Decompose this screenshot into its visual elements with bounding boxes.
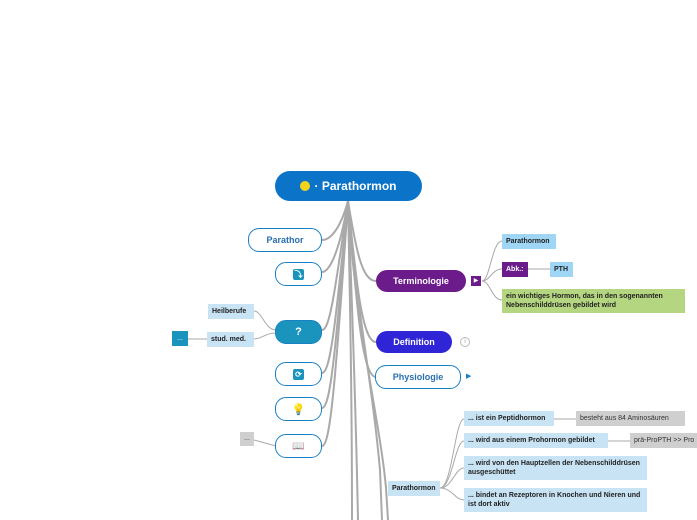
refresh-icon: ⟳ bbox=[293, 368, 304, 380]
expand-arrow-icon[interactable]: ▶ bbox=[466, 373, 472, 380]
stud-med-label: stud. med. bbox=[211, 336, 247, 343]
ellipsis-label-2: ... bbox=[244, 435, 250, 442]
physiologie-item-3-label: ... wird von den Hauptzellen der Nebensc… bbox=[468, 460, 640, 476]
question-label: ? bbox=[295, 326, 302, 338]
physiologie-parathormon-label: Parathormon bbox=[392, 485, 436, 492]
pth-label: PTH bbox=[554, 266, 568, 273]
physiologie-item-4-label: ... bindet an Rezeptoren in Knochen und … bbox=[468, 492, 641, 508]
terminologie-desc-tag[interactable]: ein wichtiges Hormon, das in den sogenan… bbox=[502, 289, 685, 313]
note-aminosaeuren[interactable]: besteht aus 84 Aminosäuren bbox=[576, 411, 685, 426]
physiologie-item-1[interactable]: ... ist ein Peptidhormon bbox=[464, 411, 554, 426]
refresh-node[interactable]: ⟳ bbox=[275, 362, 322, 386]
root-separator: · bbox=[314, 179, 322, 193]
terminologie-label: Terminologie bbox=[393, 276, 449, 286]
lightbulb-icon: 💡 bbox=[291, 403, 306, 416]
physiologie-item-3[interactable]: ... wird von den Hauptzellen der Nebensc… bbox=[464, 456, 647, 480]
physiologie-item-4[interactable]: ... bindet an Rezeptoren in Knochen und … bbox=[464, 488, 647, 512]
parathor-label: Parathor bbox=[266, 235, 304, 245]
note-prepropth-label: prä-ProPTH >> Pro bbox=[634, 437, 695, 444]
pth-tag[interactable]: PTH bbox=[550, 262, 573, 277]
ellipsis-node-1[interactable]: ... bbox=[172, 331, 188, 346]
arrow-icon: ⤵ bbox=[293, 268, 304, 280]
heilberufe-tag[interactable]: Heilberufe bbox=[208, 304, 254, 319]
ellipsis-node-2[interactable]: ... bbox=[240, 432, 254, 446]
parathor-node[interactable]: Parathor bbox=[248, 228, 322, 252]
book-icon: 📖 bbox=[292, 440, 305, 452]
physiologie-item-1-label: ... ist ein Peptidhormon bbox=[468, 415, 546, 422]
info-icon[interactable]: i bbox=[460, 337, 470, 347]
terminologie-parathormon-label: Parathormon bbox=[506, 238, 550, 245]
definition-node[interactable]: Definition bbox=[376, 331, 452, 353]
abk-label: Abk.: bbox=[506, 266, 524, 273]
collapse-toggle-icon[interactable]: ▶ bbox=[471, 276, 481, 286]
heilberufe-label: Heilberufe bbox=[212, 308, 247, 315]
yellow-circle-icon bbox=[300, 181, 311, 191]
root-node[interactable]: · Parathormon bbox=[275, 171, 422, 201]
abk-tag[interactable]: Abk.: bbox=[502, 262, 528, 277]
book-node[interactable]: 📖 bbox=[275, 434, 322, 458]
physiologie-node[interactable]: Physiologie bbox=[375, 365, 461, 389]
question-node[interactable]: ? bbox=[275, 320, 322, 344]
stud-med-tag[interactable]: stud. med. bbox=[207, 332, 254, 347]
physiologie-parathormon-tag[interactable]: Parathormon bbox=[388, 481, 440, 496]
definition-label: Definition bbox=[393, 337, 435, 347]
physiologie-label: Physiologie bbox=[392, 372, 444, 382]
note-prepropth[interactable]: prä-ProPTH >> Pro bbox=[630, 433, 697, 448]
ellipsis-label-1: ... bbox=[177, 335, 183, 342]
root-label: Parathormon bbox=[321, 179, 397, 193]
physiologie-item-2[interactable]: ... wird aus einem Prohormon gebildet bbox=[464, 433, 608, 448]
terminologie-node[interactable]: Terminologie bbox=[376, 270, 466, 292]
arrow-node[interactable]: ⤵ bbox=[275, 262, 322, 286]
note-aminosaeuren-label: besteht aus 84 Aminosäuren bbox=[580, 415, 669, 422]
terminologie-desc-label: ein wichtiges Hormon, das in den sogenan… bbox=[506, 293, 663, 309]
terminologie-parathormon-tag[interactable]: Parathormon bbox=[502, 234, 556, 249]
physiologie-item-2-label: ... wird aus einem Prohormon gebildet bbox=[468, 437, 595, 444]
lightbulb-node[interactable]: 💡 bbox=[275, 397, 322, 421]
